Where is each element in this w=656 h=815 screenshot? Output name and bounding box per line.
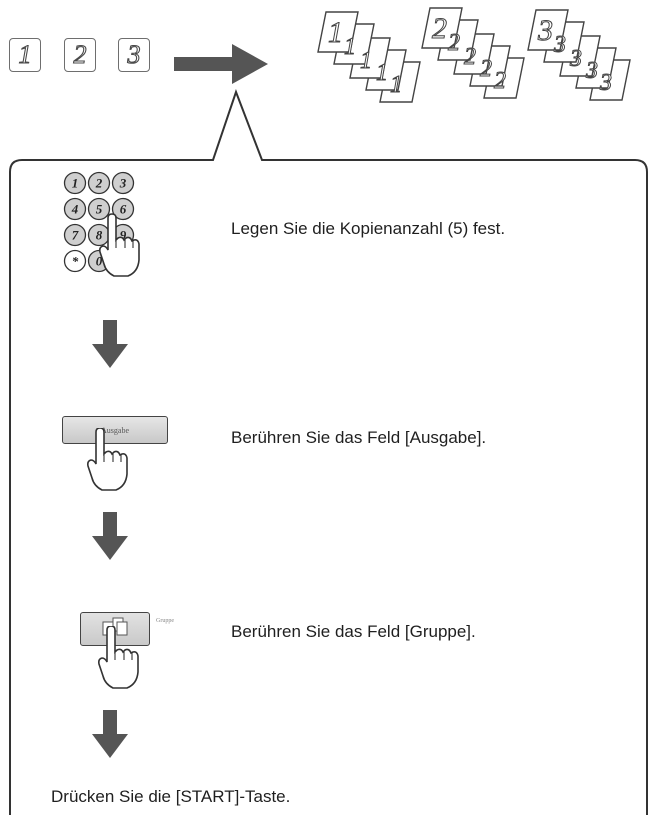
copy-sheet-number: 2 (494, 68, 506, 94)
step4-instruction: Drücken Sie die [START]-Taste. (51, 787, 291, 806)
keypad-key[interactable]: 3 (111, 171, 135, 195)
keypad-key[interactable]: 5 (87, 197, 111, 221)
copy-sheet-number: 3 (599, 70, 612, 96)
ausgabe-button[interactable]: Ausgabe (62, 416, 168, 444)
keypad-key-label: 9 (120, 228, 127, 243)
copy-sheet-number: 3 (585, 58, 598, 84)
keypad-key[interactable]: 2 (87, 171, 111, 195)
step3-instruction: Berühren Sie das Feld [Gruppe]. (231, 622, 476, 641)
original-page-2: 2 (64, 38, 96, 72)
keypad-key-label: 4 (71, 202, 79, 217)
keypad-key-label: 6 (120, 202, 127, 217)
arrow-down-icon (92, 320, 128, 368)
copy-sheet-number: 3 (569, 46, 582, 72)
copy-sheet-number: 2 (464, 44, 476, 70)
arrow-right-icon (174, 44, 268, 84)
hand-pointer-icon (99, 213, 140, 277)
gruppe-button-label: Gruppe (156, 618, 174, 624)
keypad-key-label: 1 (72, 176, 79, 191)
copy-sheet-number: 3 (537, 14, 553, 47)
keypad-key-label: 2 (95, 176, 103, 191)
original-page-3: 3 (118, 38, 150, 72)
keypad-key-label: 8 (96, 228, 103, 243)
ausgabe-button-label: Ausgabe (101, 425, 129, 435)
hand-pointer-icon (87, 428, 128, 491)
copy-sheet-number: 1 (328, 16, 343, 49)
arrow-down-icon (92, 710, 128, 758)
keypad-key[interactable]: * (63, 249, 87, 273)
copy-sheet-number: 1 (390, 72, 402, 98)
keypad-key-label: * (72, 254, 79, 269)
keypad-key-label: 7 (72, 228, 79, 243)
hand-pointer-icon (98, 626, 139, 689)
copy-sheet-number: 2 (432, 12, 447, 45)
copy-sheet-number: 1 (344, 34, 356, 60)
step1-instruction: Legen Sie die Kopienanzahl (5) fest. (231, 219, 506, 238)
original-page-1: 1 (9, 38, 41, 72)
arrow-down-icon (92, 512, 128, 560)
keypad-key-label: 0 (96, 254, 103, 269)
copy-sheet-number: 2 (448, 30, 460, 56)
keypad-key[interactable]: 7 (63, 223, 87, 247)
copy-sheet-number: 3 (553, 32, 566, 58)
keypad-key[interactable]: 1 (63, 171, 87, 195)
copy-sheet-number: 2 (480, 56, 492, 82)
keypad-key[interactable]: 8 (87, 223, 111, 247)
keypad-key[interactable]: 4 (63, 197, 87, 221)
copy-sheet-number: 1 (376, 60, 388, 86)
step2-instruction: Berühren Sie das Feld [Ausgabe]. (231, 428, 487, 447)
copy-sheet-number: 1 (360, 48, 372, 74)
keypad-key-label: 3 (119, 176, 127, 191)
keypad-key[interactable]: 6 (111, 197, 135, 221)
keypad-key-label: 5 (96, 202, 103, 217)
